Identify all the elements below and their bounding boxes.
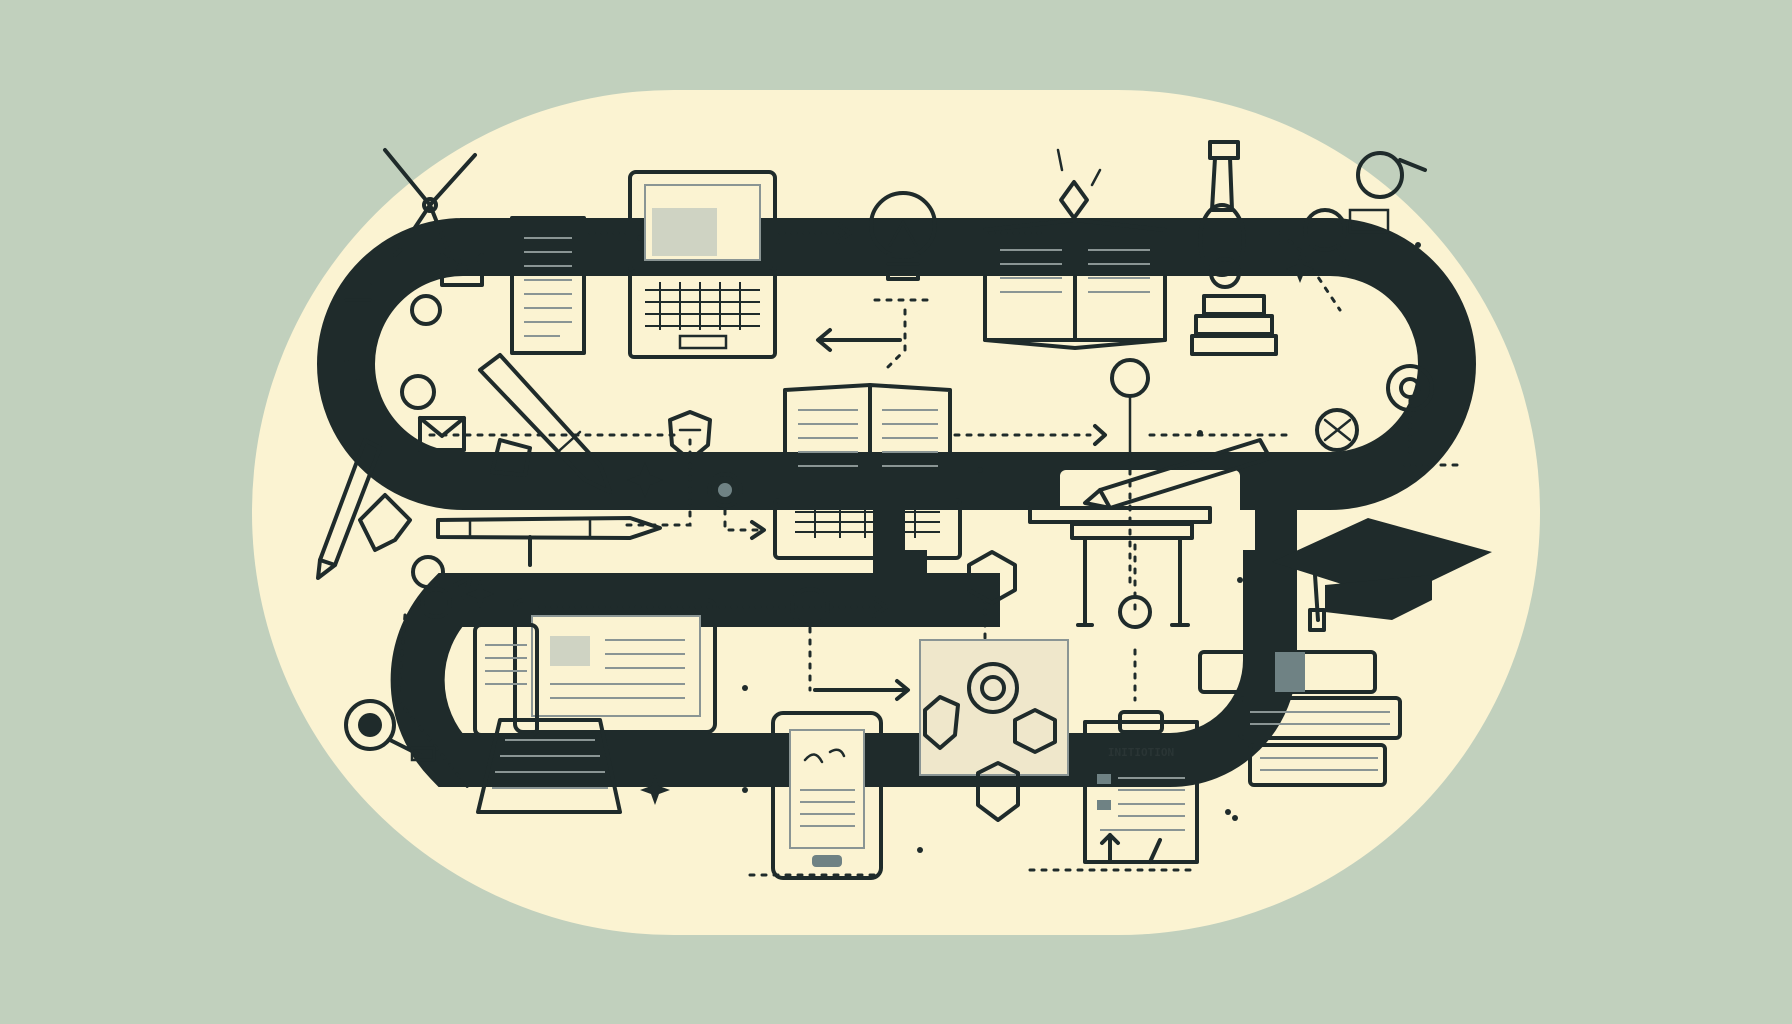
laptop-icon — [773, 383, 962, 560]
token-icon — [411, 555, 830, 627]
laptop-icon — [628, 170, 777, 359]
lectern-icon — [1028, 506, 1212, 629]
document-icon — [510, 216, 586, 355]
sparkle-icon — [627, 462, 663, 498]
monitor-icon — [473, 598, 717, 814]
lightbulb-icon — [869, 191, 937, 302]
fountain-pen-icon — [436, 516, 662, 567]
gear-icon — [919, 550, 1069, 822]
book-stack-icon — [1190, 294, 1278, 356]
fountain-pen-icon — [478, 353, 612, 494]
scissors-icon — [383, 148, 477, 264]
token-icon — [400, 294, 442, 410]
open-book-icon — [983, 218, 1167, 350]
leaf-icon — [358, 493, 412, 552]
dashed-connectors — [396, 222, 1467, 877]
sparkle-icon — [1056, 148, 1102, 220]
shield-icon — [668, 410, 712, 462]
magnifier-icon — [344, 699, 436, 762]
winding-path — [317, 218, 1476, 787]
pencil-icon — [316, 283, 382, 580]
clipboard-heading: INITIOTION — [1108, 746, 1174, 759]
gear-icon — [1315, 364, 1434, 452]
tablet-icon — [771, 711, 883, 880]
graduation-cap-icon — [1272, 518, 1492, 632]
pin-icon — [1110, 358, 1150, 462]
book-stack-icon — [1198, 650, 1402, 787]
microscope-icon — [1198, 140, 1246, 289]
sparkle-icon — [466, 235, 1421, 853]
clipboard-icon: INITIOTION — [1083, 710, 1199, 864]
envelope-icon — [418, 253, 484, 452]
magnifier-icon — [1303, 151, 1427, 277]
stamp-icon — [707, 472, 743, 508]
